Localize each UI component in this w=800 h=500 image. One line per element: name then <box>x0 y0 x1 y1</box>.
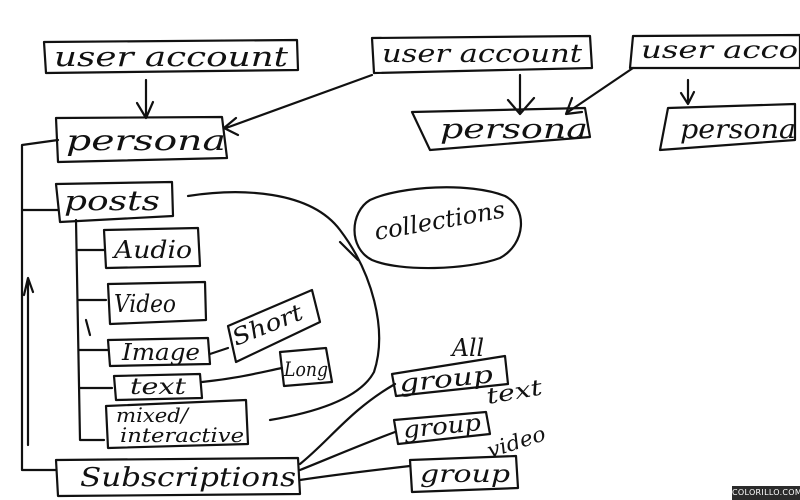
collections-grouping-curve <box>186 191 381 422</box>
persona-label-1: persona <box>66 124 226 157</box>
arrow-account2-persona1 <box>222 73 374 137</box>
collections-bubble <box>353 186 522 270</box>
subscriptions-to-group-all <box>298 382 397 466</box>
audio-box <box>102 226 202 270</box>
subscriptions-label: Subscriptions <box>80 463 296 493</box>
text-box <box>112 372 204 402</box>
user-account-box-3 <box>628 33 800 70</box>
posts-tree-trunk <box>74 218 106 442</box>
text-to-long-connector <box>200 366 284 384</box>
group-all-tag: All <box>450 334 484 362</box>
user-account-label-3: user acco <box>641 36 798 64</box>
short-box <box>226 288 322 364</box>
group-text-box <box>392 410 492 446</box>
audio-label: Audio <box>112 236 192 264</box>
collections-label: collections <box>372 195 507 245</box>
image-box <box>106 336 212 368</box>
user-account-label-1: user account <box>54 42 288 73</box>
watermark-badge: COLORILLO.COM <box>732 486 800 500</box>
long-box <box>278 346 334 388</box>
video-box <box>106 280 208 326</box>
long-label: Long <box>283 357 328 381</box>
collections-link <box>338 240 360 262</box>
mixed-label: mixed/ <box>116 403 190 427</box>
mixed-interactive-box <box>104 398 250 450</box>
text-label: text <box>130 375 186 400</box>
arrow-account2-persona2 <box>506 73 536 116</box>
interactive-label: interactive <box>120 423 244 447</box>
group-all-box <box>390 354 510 398</box>
persona-label-2: persona <box>440 114 588 145</box>
user-account-box-1 <box>42 38 300 75</box>
arrow-account3-persona2 <box>564 66 635 116</box>
group-all-label: group <box>398 360 494 398</box>
arrow-account1-persona1 <box>135 78 155 120</box>
subscriptions-to-group-text <box>298 430 397 472</box>
group-text-label: group <box>402 410 483 444</box>
image-label: Image <box>121 340 200 366</box>
persona-box-2 <box>410 106 592 152</box>
posts-box <box>54 180 175 224</box>
posts-branch-small <box>84 318 92 337</box>
group-video-box <box>408 454 520 494</box>
image-to-short-connector <box>208 346 230 356</box>
user-account-label-2: user account <box>382 39 583 68</box>
user-account-box-2 <box>370 34 594 75</box>
group-text-tag: text <box>485 376 545 410</box>
persona-label-3: persona <box>680 115 796 145</box>
upward-arrow-left <box>22 276 35 447</box>
persona-box-3 <box>658 102 797 152</box>
subscriptions-to-group-video <box>298 464 412 482</box>
subscriptions-box <box>54 456 302 498</box>
group-video-label: group <box>420 460 510 488</box>
persona1-left-connector <box>20 138 60 472</box>
posts-label: posts <box>64 186 160 217</box>
persona-box-1 <box>54 115 229 164</box>
video-label: Video <box>114 290 176 318</box>
arrow-account3-persona3 <box>679 78 696 106</box>
short-label: Short <box>229 299 308 351</box>
